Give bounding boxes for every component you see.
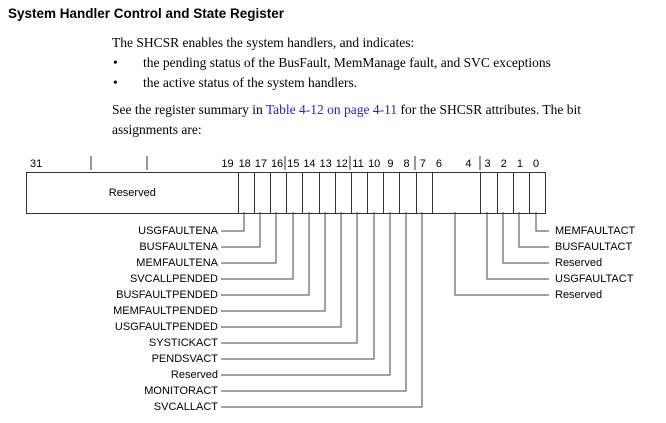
leader-lines (90, 156, 549, 408)
leader-bit-17 (221, 212, 261, 248)
bullet-marker: • (113, 75, 118, 90)
leader-bit-18 (221, 212, 245, 232)
bit-cell-18 (237, 173, 254, 213)
bit-cell-0 (529, 173, 545, 213)
field-label-systickact: SYSTICKACT (148, 337, 218, 349)
leader-bit-8 (221, 212, 407, 392)
reserved-field-label: Reserved (108, 187, 156, 199)
field-label-memfaultpended: MEMFAULTPENDED (113, 305, 218, 317)
field-reserved-6-4 (431, 173, 481, 213)
bit-cell-8 (399, 173, 415, 213)
bit-number: 4 (465, 158, 472, 170)
bit-cell-7 (415, 173, 432, 213)
field-label-usgfaultact: USGFAULTACT (555, 273, 634, 285)
leader-bit-16 (221, 212, 277, 264)
bit-number: 9 (387, 158, 394, 170)
summary-text-before: See the register summary in (112, 102, 266, 117)
bit-number: 7 (419, 158, 426, 170)
bit-cell-12 (334, 173, 351, 213)
bit-cell-3 (480, 173, 496, 213)
leader-bit-9 (221, 212, 391, 376)
bit-number: 17 (254, 158, 267, 170)
bit-number: 19 (221, 158, 234, 170)
page-title: System Handler Control and State Registe… (8, 6, 285, 21)
register-box: Reserved (26, 172, 547, 214)
bit-number: 18 (238, 158, 251, 170)
bit-cell-10 (367, 173, 383, 213)
bit-cell-2 (496, 173, 513, 213)
bit-number: 2 (500, 158, 507, 170)
field-label-pendsvact: PENDSVACT (151, 353, 218, 365)
bullet-text: the active status of the system handlers… (143, 75, 358, 90)
leader-bit-11 (221, 212, 358, 344)
bit-number: 31 (30, 158, 43, 170)
bit-number: 13 (319, 158, 332, 170)
field-label-busfaultena: BUSFAULTENA (139, 241, 218, 253)
bullet-item: • the pending status of the BusFault, Me… (113, 55, 551, 71)
bit-number-row: 31 19 18 17 16 15 14 13 12 11 10 9 8 7 6… (26, 154, 544, 170)
leader-bit-10 (221, 212, 375, 360)
left-field-labels: USGFAULTENA BUSFAULTENA MEMFAULTENA SVCA… (0, 223, 218, 415)
bit-number: 8 (403, 158, 410, 170)
bit-number: 1 (516, 158, 523, 170)
bit-number: 10 (368, 158, 381, 170)
field-label-monitoract: MONITORACT (144, 385, 218, 397)
bullet-marker: • (113, 55, 118, 70)
bit-number: 3 (484, 158, 491, 170)
bit-number: 14 (303, 158, 316, 170)
leader-bit-3 (486, 212, 549, 280)
bit-number: 12 (335, 158, 348, 170)
field-label-busfaultpended: BUSFAULTPENDED (116, 289, 218, 301)
right-field-labels: MEMFAULTACT BUSFAULTACT Reserved USGFAUL… (555, 223, 635, 303)
leader-bit-0 (535, 212, 549, 232)
intro-lead: The SHCSR enables the system handlers, a… (112, 35, 415, 50)
leader-bit-2 (502, 212, 549, 264)
field-label-reserved-bit2: Reserved (555, 257, 603, 269)
leader-bits-6-4 (454, 212, 549, 296)
field-label-usgfaultena: USGFAULTENA (138, 225, 218, 237)
bit-cell-9 (383, 173, 399, 213)
summary-paragraph: See the register summary in Table 4-12 o… (112, 100, 634, 140)
bullet-item: • the active status of the system handle… (113, 75, 357, 91)
bit-cell-14 (302, 173, 318, 213)
leader-bit-14 (221, 212, 310, 296)
table-4-12-link[interactable]: Table 4-12 on page 4-11 (265, 102, 398, 117)
bullet-text: the pending status of the BusFault, MemM… (143, 55, 551, 70)
bit-cell-17 (253, 173, 270, 213)
bit-number: 16 (270, 158, 284, 170)
bit-number: 15 (287, 158, 300, 170)
leader-bit-7 (221, 212, 423, 408)
field-label-reserved-bit9: Reserved (170, 369, 218, 381)
field-label-memfaultena: MEMFAULTENA (136, 257, 218, 269)
field-label-memfaultact: MEMFAULTACT (555, 225, 636, 237)
bit-cell-1 (512, 173, 529, 213)
register-bit-diagram: 31 19 18 17 16 15 14 13 12 11 10 9 8 7 6… (0, 150, 666, 423)
leader-bit-15 (221, 212, 294, 280)
field-label-reserved-bits6-4: Reserved (555, 289, 603, 301)
field-label-svcallpended: SVCALLPENDED (129, 273, 218, 285)
field-label-busfaultact: BUSFAULTACT (555, 241, 633, 253)
summary-text-after: for the SHCSR attributes. The bit assign… (112, 102, 581, 137)
leader-bit-1 (518, 212, 549, 248)
bit-numbers-31-19: 31 19 (26, 158, 237, 170)
bit-cell-13 (318, 173, 335, 213)
leader-bit-13 (221, 212, 326, 312)
bit-cell-16 (269, 173, 286, 213)
bit-cell-15 (286, 173, 302, 213)
bit-number: 0 (533, 158, 540, 170)
bit-number: 11 (352, 158, 364, 170)
bit-cell-11 (350, 173, 367, 213)
bit-number: 6 (435, 158, 442, 170)
field-reserved-31-19: Reserved (27, 173, 238, 213)
bit-numbers-6-4: 6 4 (431, 158, 480, 170)
leader-bit-12 (221, 212, 342, 328)
field-label-svcallact: SVCALLACT (153, 401, 218, 413)
field-label-usgfaultpended: USGFAULTPENDED (114, 321, 218, 333)
